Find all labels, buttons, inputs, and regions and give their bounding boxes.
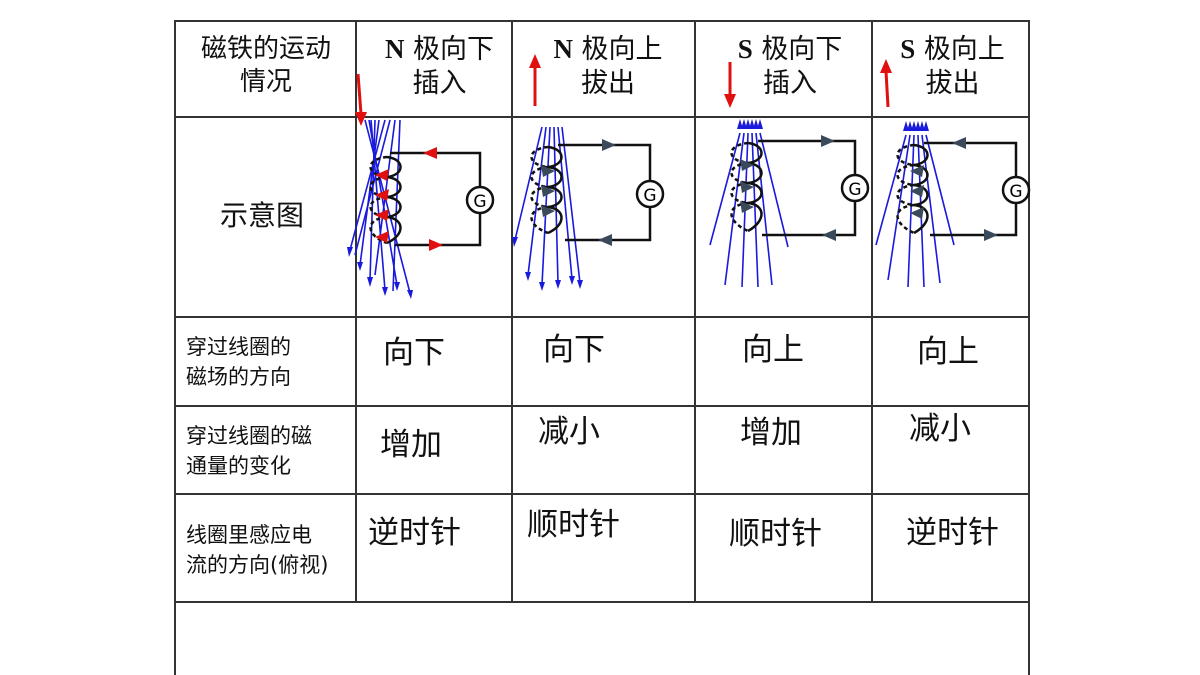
arrow-up-red-icon (880, 59, 892, 108)
svg-text:G: G (473, 192, 486, 212)
svg-text:G: G (848, 180, 861, 200)
induction-diagram-3: G (709, 119, 870, 288)
current-direction-4: 逆时针 (906, 515, 999, 551)
field-direction-4: 向上 (917, 334, 979, 370)
row-label-field-direction: 穿过线圈的 磁场的方向 (186, 335, 291, 390)
header-col-2: N 极向上 拔出 (553, 34, 663, 99)
flux-change-3: 增加 (740, 415, 802, 451)
header-col-3: S 极向下 插入 (737, 34, 843, 99)
field-direction-3: 向上 (742, 332, 804, 368)
arrow-down-red-icon (724, 62, 736, 108)
current-direction-1: 逆时针 (368, 515, 461, 551)
field-direction-1: 向下 (383, 335, 445, 371)
induction-diagram-1: G (347, 119, 495, 299)
row-label-diagram: 示意图 (220, 199, 305, 232)
header-corner: 磁铁的运动 情况 (200, 34, 331, 97)
arrow-up-red-icon (529, 54, 541, 106)
row-label-flux-change: 穿过线圈的磁 通量的变化 (186, 424, 312, 479)
current-direction-2: 顺时针 (527, 507, 620, 543)
flux-change-4: 减小 (909, 411, 971, 447)
header-col-4: S 极向上 拔出 (900, 34, 1005, 99)
flux-change-1: 增加 (380, 427, 442, 463)
svg-text:G: G (643, 186, 656, 206)
flux-change-2: 减小 (538, 414, 600, 450)
svg-text:G: G (1009, 182, 1022, 202)
header-col-1: N 极向下 插入 (384, 34, 495, 99)
arrow-down-red-icon (355, 73, 367, 126)
field-direction-2: 向下 (543, 332, 605, 368)
row-label-current-direction: 线圈里感应电 流的方向(俯视) (186, 523, 329, 578)
current-direction-3: 顺时针 (729, 516, 822, 552)
induction-diagram-2: G (512, 126, 665, 291)
induction-diagram-4: G (875, 121, 1031, 288)
